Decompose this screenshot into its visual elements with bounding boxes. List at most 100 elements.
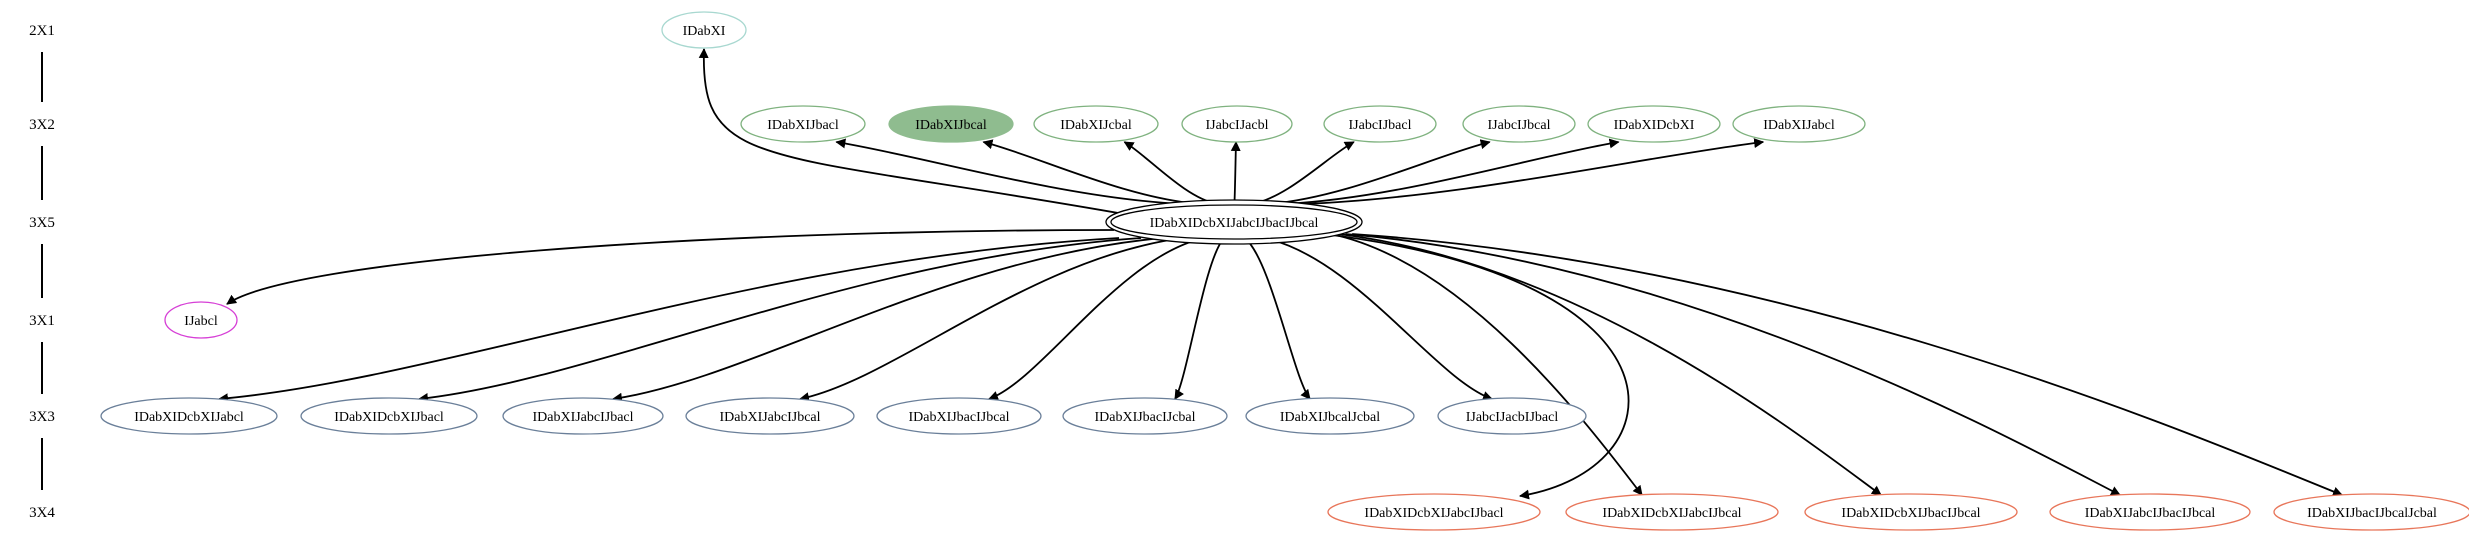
- graph-node[interactable]: IDabXIJbacl: [740, 105, 866, 143]
- node-ellipse: [100, 397, 278, 435]
- node-label: IJabcl: [184, 314, 218, 329]
- node-ellipse: [1062, 397, 1228, 435]
- edge-arrow: [1230, 141, 1241, 205]
- edge-arrow: [1123, 141, 1218, 205]
- node-ellipse: [876, 397, 1042, 435]
- rank-axis: 2X1 3X2 3X5 3X1 3X3 3X4: [29, 23, 55, 521]
- node-ellipse: [661, 11, 747, 49]
- node-label: IJabcIJbcal: [1488, 118, 1551, 133]
- graph-node[interactable]: IDabXI: [661, 11, 747, 49]
- node-ellipse: [888, 105, 1014, 143]
- node-ellipse: [1181, 105, 1293, 143]
- graph-node[interactable]: IDabXIJbcal: [888, 105, 1014, 143]
- edge-arrow: [799, 237, 1184, 403]
- edge-arrow: [418, 237, 1142, 403]
- node-ellipse: [1565, 493, 1779, 531]
- edge-arrow: [1284, 138, 1620, 205]
- node-label: IDabXIJabcIJbacl: [532, 410, 633, 425]
- edge-arrow: [1352, 233, 2343, 497]
- node-label: IJabcIJacbl: [1206, 118, 1269, 133]
- node-label: IDabXIJbacIJbcal: [908, 410, 1009, 425]
- edge-arrow: [1243, 237, 1311, 400]
- node-label: IJabcIJbacl: [1349, 118, 1412, 133]
- graph-node[interactable]: IJabcIJacbl: [1181, 105, 1293, 143]
- node-label: IDabXIDcbXIJabcIJbcal: [1602, 506, 1741, 521]
- node-label: IDabXIDcbXI: [1614, 118, 1695, 133]
- node-label: IDabXI: [683, 24, 726, 39]
- rank-label: 3X5: [29, 215, 55, 231]
- center-node-label: IDabXIDcbXIJabcIJbacIJbcal: [1150, 216, 1319, 231]
- node-ellipse: [1587, 105, 1721, 143]
- edge-arrow: [1330, 233, 1643, 496]
- graph-node[interactable]: IDabXIJbacIJcbal: [1062, 397, 1228, 435]
- rank-label: 2X1: [29, 23, 55, 39]
- edge-arrow: [218, 237, 1120, 404]
- graph-node[interactable]: IDabXIJabcIJbacl: [502, 397, 664, 435]
- rank-label: 3X1: [29, 313, 55, 329]
- graph-node[interactable]: IDabXIJbcalJcbal: [1245, 397, 1415, 435]
- node-ellipse: [1437, 397, 1587, 435]
- node-ellipse: [740, 105, 866, 143]
- graph-node[interactable]: IDabXIJabcIJbcal: [685, 397, 855, 435]
- edge-arrow: [612, 237, 1163, 403]
- node-ellipse: [1462, 105, 1576, 143]
- edge-arrow: [1338, 233, 1882, 496]
- node-ellipse: [1033, 105, 1159, 143]
- node-ellipse: [1323, 105, 1437, 143]
- node-ellipse: [502, 397, 664, 435]
- node-label: IDabXIJbcal: [915, 118, 987, 133]
- graph-node[interactable]: IJabcIJacbIJbacl: [1437, 397, 1587, 435]
- node-ellipse: [1804, 493, 2018, 531]
- edge-arrow: [835, 138, 1183, 205]
- node-label: IDabXIJabcIJbcal: [719, 410, 820, 425]
- graph-node[interactable]: IDabXIDcbXIJabcIJbcal: [1565, 493, 1779, 531]
- graph-node[interactable]: IDabXIDcbXI: [1587, 105, 1721, 143]
- node-label: IDabXIJabcl: [1763, 118, 1835, 133]
- node-label: IDabXIDcbXIJbacl: [334, 410, 444, 425]
- edge-arrow: [1345, 233, 2121, 496]
- graph-node[interactable]: IJabcIJbacl: [1323, 105, 1437, 143]
- node-label: IDabXIJcbal: [1060, 118, 1132, 133]
- graph-node[interactable]: IDabXIJbacIJbcalJcbal: [2273, 493, 2469, 531]
- edge-arrow: [982, 139, 1201, 205]
- center-node-inner-ring: [1110, 204, 1358, 240]
- edge-arrow: [1174, 237, 1225, 400]
- edges-layer: [218, 48, 2343, 500]
- edge-arrow: [1268, 139, 1491, 205]
- node-ellipse: [1245, 397, 1415, 435]
- node-ellipse: [2273, 493, 2469, 531]
- graph-node[interactable]: IJabcIJbcal: [1462, 105, 1576, 143]
- graph-node[interactable]: IDabXIDcbXIJbacl: [300, 397, 478, 435]
- edge-arrow: [1301, 138, 1765, 205]
- node-ellipse: [2049, 493, 2251, 531]
- edge-arrow: [1251, 141, 1355, 205]
- node-label: IDabXIJbacIJcbal: [1094, 410, 1195, 425]
- rank-label: 3X4: [29, 505, 55, 521]
- graph-node[interactable]: IDabXIDcbXIJabcl: [100, 397, 278, 435]
- node-ellipse: [300, 397, 478, 435]
- node-label: IDabXIDcbXIJbacIJbcal: [1841, 506, 1980, 521]
- node-label: IDabXIDcbXIJabcIJbacl: [1364, 506, 1503, 521]
- graph-node[interactable]: IJabcl: [164, 301, 238, 339]
- rank-label: 3X3: [29, 409, 55, 425]
- graph-node[interactable]: IDabXIJcbal: [1033, 105, 1159, 143]
- graph-node[interactable]: IDabXIDcbXIJbacIJbcal: [1804, 493, 2018, 531]
- node-label: IDabXIJbcalJcbal: [1280, 410, 1380, 425]
- graph-node[interactable]: IDabXIDcbXIJabcIJbacl: [1327, 493, 1541, 531]
- node-label: IDabXIJabcIJbacIJbcal: [2085, 506, 2216, 521]
- edge-arrow: [698, 48, 1125, 215]
- graph-node[interactable]: IDabXIJbacIJbcal: [876, 397, 1042, 435]
- node-label: IJabcIJacbIJbacl: [1466, 410, 1559, 425]
- edge-arrow: [988, 237, 1204, 401]
- edge-arrow: [1323, 233, 1630, 500]
- node-ellipse: [1327, 493, 1541, 531]
- node-ellipse: [1732, 105, 1866, 143]
- graph-node[interactable]: IDabXIJabcIJbacIJbcal: [2049, 493, 2251, 531]
- node-label: IDabXIDcbXIJabcl: [134, 410, 244, 425]
- node-label: IDabXIJbacl: [767, 118, 839, 133]
- center-node[interactable]: IDabXIDcbXIJabcIJbacIJbcal: [1105, 199, 1363, 245]
- rank-label: 3X2: [29, 117, 55, 133]
- graph-node[interactable]: IDabXIJabcl: [1732, 105, 1866, 143]
